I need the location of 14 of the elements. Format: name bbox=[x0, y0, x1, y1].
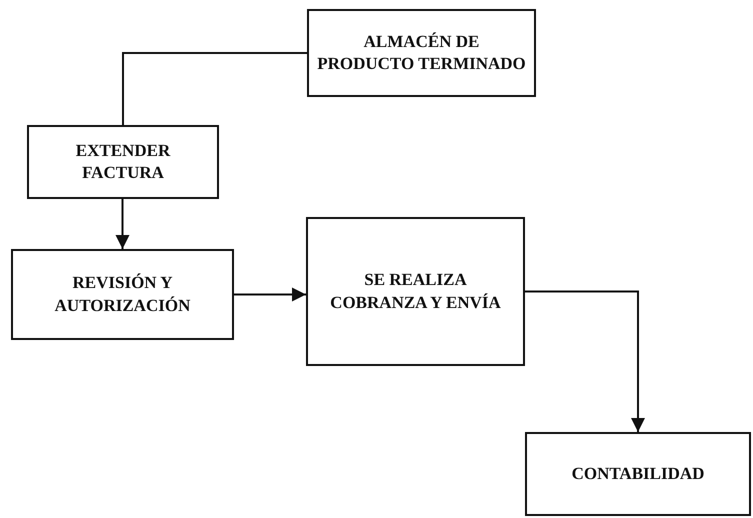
arrow bbox=[234, 288, 306, 302]
process-box bbox=[306, 217, 525, 366]
box-label: SE REALIZA COBRANZA Y ENVÍA bbox=[329, 269, 502, 314]
connector-line bbox=[122, 52, 307, 125]
box-label: ALMACÉN DE PRODUCTO TERMINADO bbox=[316, 30, 527, 75]
box-label: CONTABILIDAD bbox=[572, 462, 704, 485]
arrow bbox=[525, 290, 645, 432]
process-box bbox=[307, 9, 536, 97]
box-label: REVISIÓN Y AUTORIZACIÓN bbox=[54, 272, 192, 316]
process-box bbox=[11, 249, 234, 340]
process-box bbox=[525, 432, 751, 516]
box-label: EXTENDER FACTURA bbox=[74, 140, 172, 184]
process-box bbox=[27, 125, 219, 199]
arrow bbox=[116, 199, 130, 249]
